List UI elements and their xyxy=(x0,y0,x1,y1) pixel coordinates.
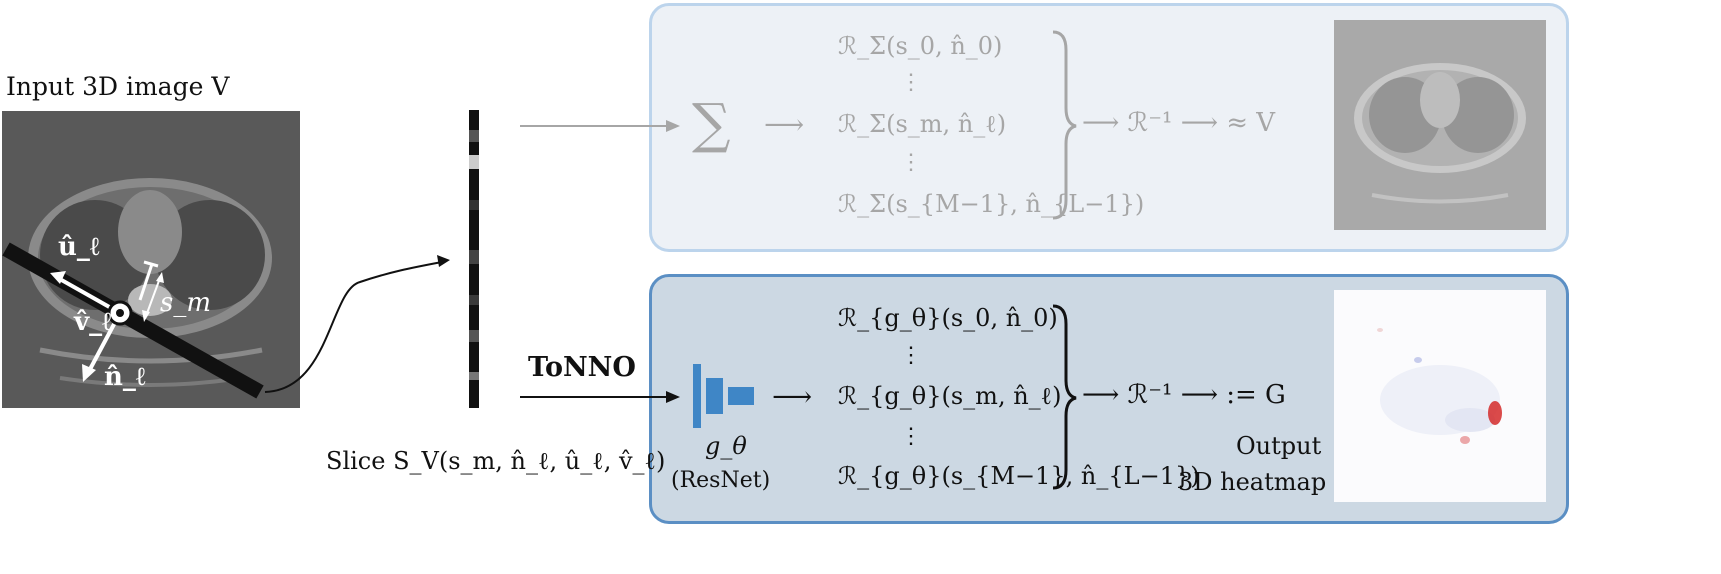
s-marker xyxy=(138,263,154,301)
reconstructed-ct-image xyxy=(1334,20,1546,230)
input-label: Input 3D image V xyxy=(6,72,230,101)
resnet-icon xyxy=(693,364,754,428)
u-label: û_ℓ xyxy=(58,232,100,262)
slice-probe-bar xyxy=(2,242,264,399)
n-label: n̂_ℓ xyxy=(104,362,146,392)
slice-strip xyxy=(469,110,479,408)
output-label-line1: Output xyxy=(1236,432,1322,460)
top-row-2: ℛ_Σ(s_m, n̂_ℓ) xyxy=(838,110,1007,138)
top-row-0: ℛ_Σ(s_0, n̂_0) xyxy=(838,32,1003,60)
top-row-4: ℛ_Σ(s_{M−1}, n̂_{L−1}) xyxy=(838,190,1145,218)
input-ct-image xyxy=(2,111,300,408)
top-result: ⟶ ℛ⁻¹ ⟶ ≈ V xyxy=(1082,108,1276,138)
top-sum-arrow: ⟶ xyxy=(764,108,805,141)
v-label: v̂_ℓ xyxy=(74,307,112,337)
network-name: (ResNet) xyxy=(671,468,771,493)
curve-arrow xyxy=(264,261,443,393)
heatmap-image xyxy=(1334,290,1546,502)
bottom-brace xyxy=(1052,304,1077,490)
network-symbol: g_θ xyxy=(705,432,747,460)
bottom-net-arrow: ⟶ xyxy=(772,380,813,413)
top-row-3: ⋮ xyxy=(900,150,922,175)
output-label-line2: 3D heatmap xyxy=(1178,468,1327,496)
top-row-1: ⋮ xyxy=(900,70,922,95)
bottom-row-0: ℛ_{g_θ}(s_0, n̂_0) xyxy=(838,304,1058,332)
s-label: s_m xyxy=(160,288,211,318)
slice-label: Slice S_V(s_m, n̂_ℓ, û_ℓ, v̂_ℓ) xyxy=(326,447,666,475)
bottom-row-1: ⋮ xyxy=(900,343,922,368)
bottom-result: ⟶ ℛ⁻¹ ⟶ := G xyxy=(1082,380,1286,410)
top-brace xyxy=(1052,30,1077,220)
tonno-label: ToNNO xyxy=(528,352,636,383)
bottom-row-2: ℛ_{g_θ}(s_m, n̂_ℓ) xyxy=(838,382,1062,410)
sum-symbol: ∑ xyxy=(692,92,731,155)
bottom-row-4: ℛ_{g_θ}(s_{M−1}, n̂_{L−1}) xyxy=(838,462,1200,490)
bottom-row-3: ⋮ xyxy=(900,424,922,449)
